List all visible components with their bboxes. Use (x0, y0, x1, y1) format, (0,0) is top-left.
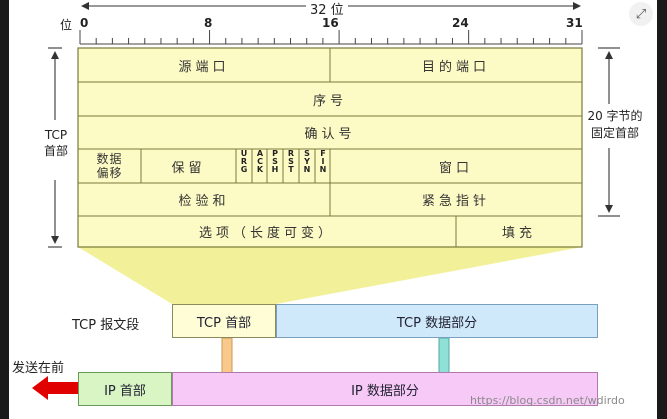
padding-field: 填充 (501, 226, 536, 241)
source-port-field: 源端口 (178, 59, 230, 75)
send-first-label: 发送在前 (12, 361, 65, 376)
right-frame-bar (657, 0, 667, 419)
fixed-header-bracket (598, 47, 620, 217)
reserved-field: 保留 (171, 160, 206, 176)
tcp-header-box: TCP 首部 (172, 304, 276, 338)
sequence-number-field: 序号 (312, 93, 347, 109)
send-direction-arrow (32, 376, 78, 400)
table-grid (78, 48, 582, 247)
ack-number-field: 确认号 (304, 127, 356, 142)
fixed-header-label: 20 字节的 固定首部 (583, 108, 647, 142)
tick-label-0: 0 (80, 16, 89, 30)
tick-label-24: 24 (452, 16, 469, 30)
left-frame-bar (0, 0, 9, 419)
tcp-header-bracket (48, 47, 62, 248)
ruler-ticks (79, 30, 583, 44)
destination-port-field: 目的端口 (421, 59, 490, 75)
window-field: 窗口 (438, 160, 473, 176)
tick-label-31: 31 (566, 16, 583, 30)
expand-image-icon[interactable]: ⤢ (629, 2, 653, 26)
tcp-segment-label: TCP 报文段 (72, 318, 140, 333)
urgent-pointer-field: 紧急指针 (421, 194, 490, 209)
fixed-header-label-line2: 固定首部 (590, 126, 639, 140)
tcp-header-label-line1: TCP (44, 128, 68, 142)
data-offset-line1: 数据 (96, 152, 123, 166)
width-label: 32 位 (306, 0, 348, 18)
tcp-data-box: TCP 数据部分 (276, 304, 598, 338)
data-offset-line2: 偏移 (96, 166, 123, 180)
ip-header-box: IP 首部 (78, 372, 172, 406)
tcp-header-label: TCP 首部 (40, 127, 72, 159)
watermark-text: https://blog.csdn.net/wdirdo (470, 394, 625, 407)
options-field: 选项（长度可变） (198, 226, 335, 241)
data-offset-field: 数据 偏移 (78, 149, 141, 183)
ip-data-box: IP 数据部分 (172, 372, 598, 406)
checksum-field: 检验和 (178, 194, 230, 209)
bit-label: 位 (60, 18, 73, 32)
header-to-segment-funnel (78, 247, 582, 304)
tick-label-16: 16 (322, 16, 339, 30)
tick-label-8: 8 (204, 16, 213, 30)
tcp-header-label-line2: 首部 (43, 144, 68, 158)
fixed-header-label-line1: 20 字节的 (587, 109, 643, 123)
